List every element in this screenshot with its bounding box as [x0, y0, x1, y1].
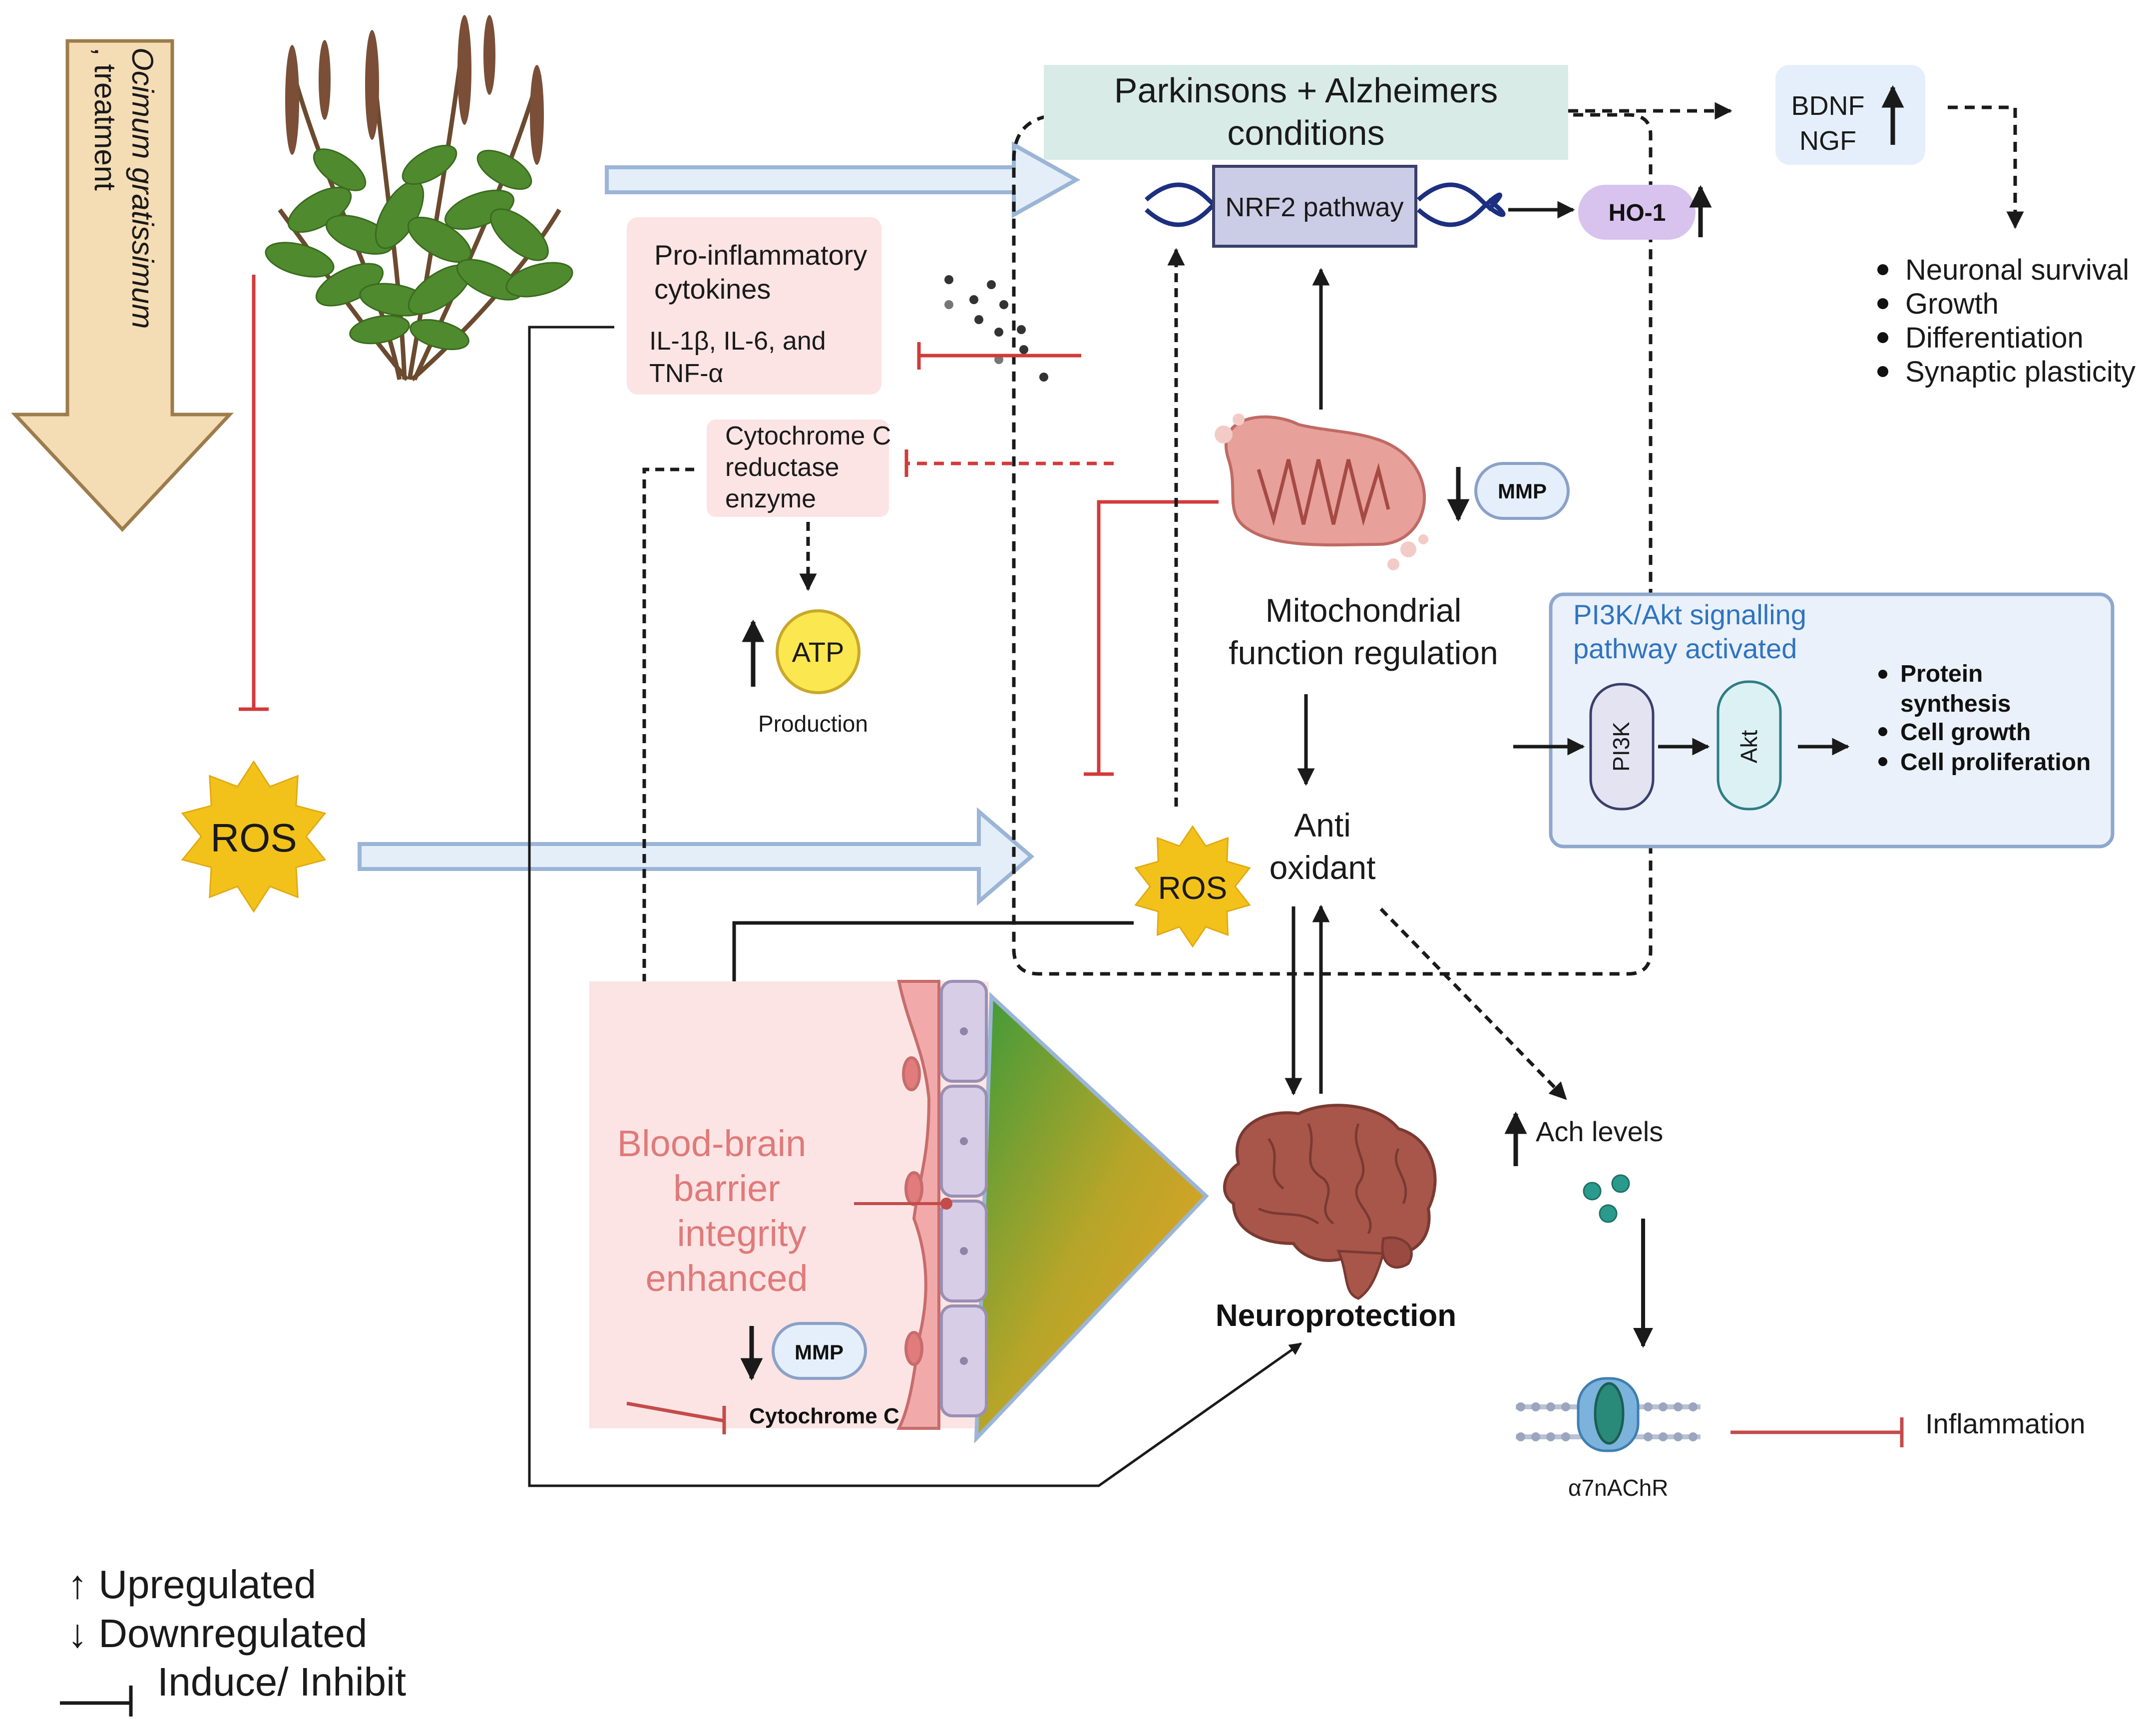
mito-line1: Mitochondrial: [1266, 592, 1462, 629]
bbb-line2: barrier: [673, 1168, 780, 1209]
cytokines-line2: cytokines: [654, 273, 771, 305]
outcome-item: Differentiation: [1905, 322, 2084, 354]
cyto-enzyme-line3: enzyme: [725, 484, 816, 513]
treatment-arrow: Ocimum gratissimum , treatment: [10, 39, 234, 532]
outcome-item: Growth: [1905, 288, 1999, 320]
pi3k-effect: Protein: [1900, 661, 1983, 687]
receptor-label: α7nAChR: [1568, 1475, 1668, 1501]
antioxidant-line2: oxidant: [1270, 849, 1376, 886]
dna-right-icon: [1417, 182, 1506, 227]
bbb-panel: Blood-brain barrier integrity enhanced M…: [589, 980, 1209, 1444]
legend-inhibit: Induce/ Inhibit: [157, 1660, 406, 1704]
ach-label: Ach levels: [1536, 1116, 1663, 1147]
receptor-icon: [1516, 1377, 1701, 1452]
dashed-loop: [1012, 113, 1653, 976]
inhibit-mito-ros: [1084, 500, 1219, 776]
cytokines-line3: IL-1β, IL-6, and: [649, 327, 826, 356]
mito-mmp-node: MMP: [1474, 462, 1570, 520]
ho1-node: HO-1: [1578, 185, 1712, 240]
cytokines-box: Pro-inflammatory cytokines IL-1β, IL-6, …: [627, 217, 881, 395]
akt-node-label: Akt: [1736, 730, 1762, 764]
outcome-item: Neuronal survival: [1905, 254, 2129, 286]
ros-center: ROS: [1134, 825, 1251, 948]
ros-center-label: ROS: [1158, 870, 1228, 906]
bbb-line4: enhanced: [645, 1258, 808, 1299]
atp-node: ATP Production: [742, 609, 868, 737]
cytokines-line4: TNF-α: [649, 359, 723, 388]
pi3k-title2: pathway activated: [1573, 633, 1797, 664]
flow-arrow-treatment: [605, 141, 1081, 218]
inhibit-treatment-ros: [239, 275, 269, 711]
inhibit-enzyme: [904, 449, 1114, 477]
bbb-cytochrome-label: Cytochrome C: [749, 1404, 899, 1428]
pi3k-effect: Cell proliferation: [1900, 749, 2091, 776]
pi3k-box: PI3K/Akt signalling pathway activated PI…: [1549, 592, 2115, 849]
line-cytokines-neuroprotection: [528, 326, 1302, 1487]
pi3k-effect: synthesis: [1900, 691, 2011, 717]
inhibit-cytochrome-c: [626, 1401, 726, 1434]
pi3k-title1: PI3K/Akt signalling: [1573, 599, 1806, 630]
treatment-species: Ocimum gratissimum: [126, 47, 159, 329]
mito-mmp-label: MMP: [1498, 479, 1547, 503]
legend-up: ↑ Upregulated: [67, 1562, 316, 1607]
treatment-suffix: , treatment: [88, 47, 122, 191]
cytokine-dots-icon: [944, 275, 1048, 382]
plant-icon: [265, 15, 573, 382]
cyto-enzyme-line1: Cytochrome C: [725, 422, 891, 450]
cytokines-line1: Pro-inflammatory: [654, 239, 867, 271]
nrf2-label: NRF2 pathway: [1225, 192, 1403, 222]
arrow-antioxidant-ach: [1379, 907, 1567, 1100]
disease-line1: Parkinsons + Alzheimers: [1114, 71, 1498, 110]
cytochrome-enzyme-box: Cytochrome C reductase enzyme: [707, 420, 891, 517]
antioxidant-line1: Anti: [1294, 807, 1351, 844]
legend-down: ↓ Downregulated: [67, 1611, 367, 1656]
inhibit-cytokines: [917, 342, 1081, 370]
inhibit-inflammation: [1730, 1417, 1904, 1447]
bbb-line3: integrity: [677, 1213, 806, 1254]
atp-caption: Production: [758, 711, 868, 737]
ros-left-label: ROS: [210, 816, 297, 860]
svg-text:Ocimum gratissimum: Ocimum gratissimum: [126, 47, 159, 329]
ros-left: ROS: [181, 760, 327, 913]
bdnf-line2: NGF: [1799, 126, 1856, 156]
mitochondrion-icon: [1215, 414, 1428, 570]
flow-arrow-ros: [358, 807, 1035, 906]
brain-icon: [1223, 1104, 1437, 1300]
bbb-mmp-label: MMP: [795, 1340, 844, 1364]
outcome-item: Synaptic plasticity: [1905, 356, 2136, 388]
bbb-line1: Blood-brain: [617, 1123, 806, 1164]
outcomes-list: Neuronal survival Growth Differentiation…: [1877, 254, 2136, 388]
nrf2-node: NRF2 pathway: [1145, 165, 1506, 248]
mito-line2: function regulation: [1229, 634, 1498, 671]
disease-line2: conditions: [1227, 113, 1384, 152]
inflammation-label: Inflammation: [1925, 1408, 2086, 1439]
bdnf-box: BDNF NGF: [1775, 65, 1925, 165]
ho1-label: HO-1: [1609, 200, 1666, 226]
arrow-enzyme-bbb: [635, 467, 694, 1083]
neuroprotection-label: Neuroprotection: [1216, 1298, 1456, 1333]
bdnf-line1: BDNF: [1791, 91, 1865, 121]
pi3k-node-label: PI3K: [1608, 722, 1634, 772]
cyto-enzyme-line2: reductase: [725, 453, 839, 482]
disease-box: Parkinsons + Alzheimers conditions: [1044, 65, 1568, 160]
arrow-bdnf-outcomes: [1948, 105, 2024, 229]
atp-label: ATP: [792, 636, 845, 668]
legend: ↑ Upregulated ↓ Downregulated Induce/ In…: [60, 1562, 406, 1717]
pi3k-effect: Cell growth: [1900, 719, 2031, 746]
ach-molecules-icon: [1583, 1174, 1630, 1223]
